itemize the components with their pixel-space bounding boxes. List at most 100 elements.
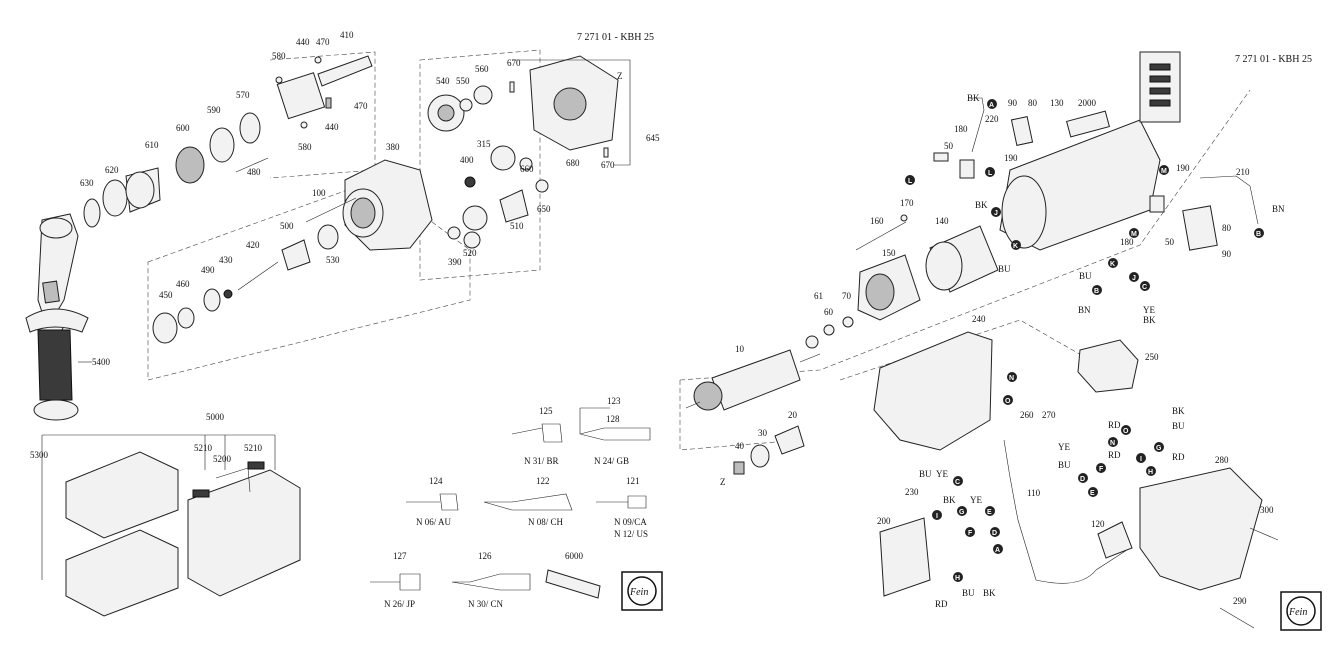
label-680: 680 (566, 158, 580, 168)
plug-cn: N 30/ CN (468, 599, 504, 609)
grease-tube (545, 569, 601, 599)
wire-bu-1: BU (998, 264, 1011, 274)
svg-text:H: H (1148, 469, 1153, 476)
connector-n-1: N (1007, 372, 1017, 382)
svg-text:D: D (992, 530, 997, 537)
armature (685, 316, 854, 475)
field-and-bearing (855, 214, 999, 321)
label-190b: 190 (1176, 163, 1190, 173)
label-440b: 440 (325, 122, 339, 132)
svg-text:O: O (1123, 428, 1129, 435)
label-530: 530 (326, 255, 340, 265)
label-230: 230 (905, 487, 919, 497)
svg-text:J: J (1132, 275, 1136, 282)
label-70: 70 (842, 291, 852, 301)
label-500: 500 (280, 221, 294, 231)
label-125: 125 (539, 406, 553, 416)
chuck-rings (83, 112, 269, 228)
svg-text:Fein: Fein (629, 587, 648, 598)
wire-bk-2: BK (967, 93, 980, 103)
gear-assembly-outline (269, 51, 376, 179)
svg-text:Fein: Fein (1288, 607, 1307, 618)
label-620: 620 (105, 165, 119, 175)
svg-text:J: J (994, 210, 998, 217)
svg-text:M: M (1161, 168, 1167, 175)
wire-bk-3: BK (1143, 315, 1156, 325)
connector-i-2: I (932, 510, 942, 520)
label-61: 61 (814, 291, 823, 301)
connector-i-1: I (1136, 453, 1146, 463)
label-5210b: 5210 (244, 443, 263, 453)
fein-logo-right: Fein (1280, 591, 1322, 631)
connector-m-2: M (1129, 228, 1139, 238)
label-590: 590 (207, 105, 221, 115)
label-670b: 670 (601, 160, 615, 170)
label-440a: 440 (296, 37, 310, 47)
label-290: 290 (1233, 596, 1247, 606)
label-130: 130 (1050, 98, 1064, 108)
label-210: 210 (1236, 167, 1250, 177)
label-400: 400 (460, 155, 474, 165)
connector-o-2: O (1121, 425, 1131, 435)
label-124: 124 (429, 476, 443, 486)
label-490: 490 (201, 265, 215, 275)
connector-a-2: A (993, 544, 1003, 554)
connector-c-2: C (953, 476, 963, 486)
label-630: 630 (80, 178, 94, 188)
connector-e-2: E (985, 506, 995, 516)
wire-ye-1: YE (1143, 305, 1155, 315)
switch-outline (839, 319, 1091, 381)
wire-bn-1: BN (1272, 204, 1285, 214)
fein-logo-left: Fein (621, 571, 663, 611)
label-260: 260 (1020, 410, 1034, 420)
label-80b: 80 (1222, 223, 1232, 233)
wire-bu-5: BU (919, 469, 932, 479)
wire-bk-1: BK (975, 200, 988, 210)
label-127: 127 (393, 551, 407, 561)
chuck-assembly-outline (147, 179, 471, 381)
connector-f-2: F (965, 527, 975, 537)
svg-text:M: M (1131, 231, 1137, 238)
label-650: 650 (537, 204, 551, 214)
plug-us: N 12/ US (614, 529, 648, 539)
label-121: 121 (626, 476, 640, 486)
label-645: 645 (646, 133, 660, 143)
wire-bu-2: BU (1079, 271, 1092, 281)
label-570: 570 (236, 90, 250, 100)
motor-housing (999, 51, 1181, 251)
label-120: 120 (1091, 519, 1105, 529)
wire-bn-2: BN (1078, 305, 1091, 315)
connector-h-2: H (953, 572, 963, 582)
wire-rd-2: RD (1108, 450, 1121, 460)
label-5000: 5000 (206, 412, 225, 422)
label-40: 40 (735, 441, 745, 451)
label-140: 140 (935, 216, 949, 226)
label-540: 540 (436, 76, 450, 86)
wire-bk-6: BK (983, 588, 996, 598)
wire-ye-2: YE (1058, 442, 1070, 452)
connector-n-2: N (1108, 437, 1118, 447)
wire-bk-4: BK (1172, 406, 1185, 416)
connector-k-2: K (1108, 258, 1118, 268)
label-380: 380 (386, 142, 400, 152)
label-10: 10 (735, 344, 745, 354)
plug-ca: N 09/CA (614, 517, 647, 527)
svg-text:H: H (955, 575, 960, 582)
wire-bu-3: BU (1172, 421, 1185, 431)
label-520: 520 (463, 248, 477, 258)
label-240: 240 (972, 314, 986, 324)
svg-text:I: I (936, 513, 938, 520)
label-5200: 5200 (213, 454, 232, 464)
label-660: 660 (520, 164, 534, 174)
label-100: 100 (312, 188, 326, 198)
label-50b: 50 (1165, 237, 1175, 247)
svg-text:D: D (1080, 476, 1085, 483)
svg-text:E: E (987, 509, 992, 516)
svg-text:A: A (989, 102, 994, 109)
connector-l-2: L (985, 167, 995, 177)
label-610: 610 (145, 140, 159, 150)
label-510: 510 (510, 221, 524, 231)
svg-text:B: B (1094, 288, 1099, 295)
